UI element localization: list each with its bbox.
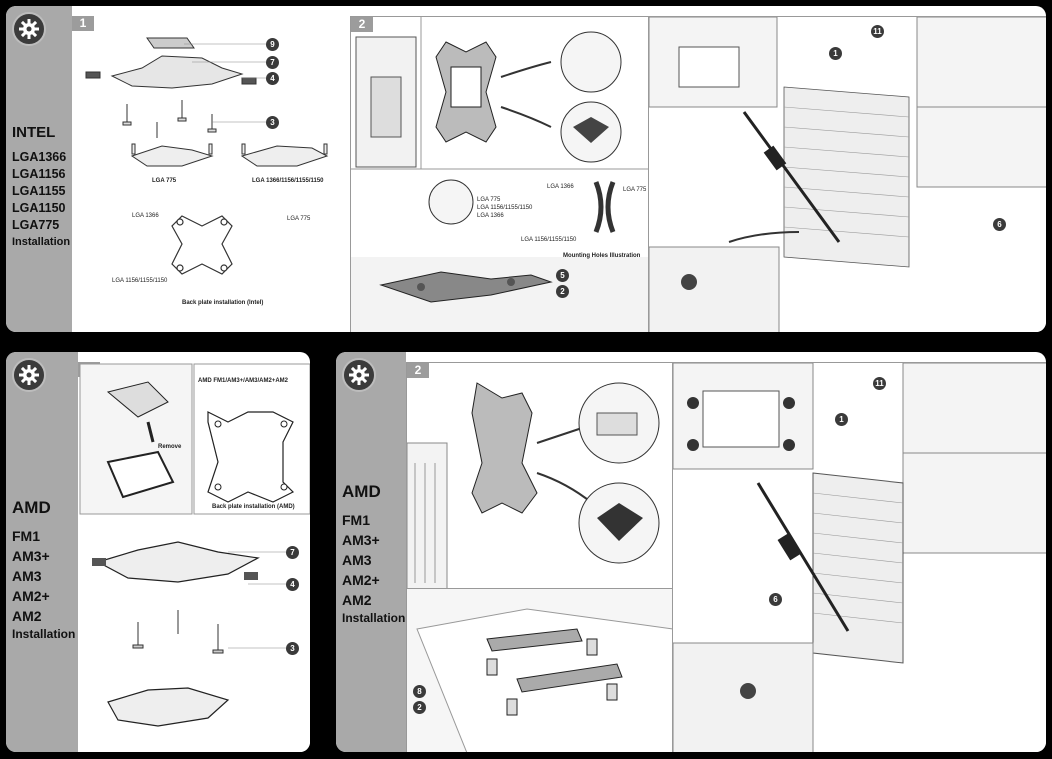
intel-socket: LGA1155 (12, 184, 66, 198)
bracket-exploded-illustration (85, 37, 329, 275)
amd-a-title: AMD (12, 498, 51, 517)
amd-socket: AM3+ (12, 548, 50, 564)
amd-backplate-title: AMD FM1/AM3+/AM3/AM2+AM2 (198, 378, 289, 384)
label-lga1366-group: LGA 1366/1156/1155/1150 (252, 178, 324, 184)
amd-socket: AM2+ (342, 572, 380, 588)
callout-11: 11 (873, 377, 886, 390)
amd-socket: AM2+ (12, 588, 50, 604)
intel-step-1: 1 (72, 16, 350, 332)
gear-icon (342, 358, 376, 392)
amd-b-step-2: 2 (406, 362, 674, 590)
intel-sidebar: INTEL LGA1366 LGA1156 LGA1155 LGA1150 LG… (6, 6, 72, 332)
amd-cooler-install-illustration (673, 363, 1046, 752)
callout-2: 2 (556, 285, 569, 298)
callout-11: 11 (871, 25, 884, 38)
step-number: 2 (351, 17, 373, 32)
amd-panel-a: AMD FM1 AM3+ AM3 AM2+ AM2 Installation 1 (6, 352, 310, 752)
amd-bracket-illustration (407, 382, 660, 589)
intel-step-3: 3 1 11 6 (648, 16, 1046, 332)
intel-step-2: 2 LGA 775 LGA 1156/1155/1150 LGA 1366 LG… (350, 16, 650, 332)
amd-b-socket-list: AMD FM1 AM3+ AM3 AM2+ AM2 Installation (342, 482, 405, 626)
step-number: 1 (72, 16, 94, 31)
amd-a-installation-label: Installation (12, 627, 76, 641)
intel-panel: INTEL LGA1366 LGA1156 LGA1155 LGA1150 LG… (6, 6, 1046, 332)
label-lga775: LGA 775 (152, 178, 177, 184)
amd-socket: AM2 (12, 608, 42, 624)
amd-backplate-illustration (79, 363, 310, 727)
hole-label-lga1366: LGA 1366 (477, 213, 504, 219)
amd-socket: AM3 (342, 552, 372, 568)
callout-8: 8 (413, 685, 426, 698)
callout-5: 5 (556, 269, 569, 282)
cooler-install-illustration (649, 17, 1046, 332)
amd-socket: AM3 (12, 568, 42, 584)
bp-label-lga1366: LGA 1366 (132, 213, 159, 219)
callout-1: 1 (829, 47, 842, 60)
intel-installation-label: Installation (12, 236, 71, 248)
amd-a-step-1: 1 Remove AMD FM1 (78, 362, 310, 752)
amd-b-step-3: 3 8 2 (406, 588, 674, 752)
amd-socket: AM2 (342, 592, 372, 608)
amd-retention-illustration (407, 589, 673, 752)
mh-label-lga775: LGA 775 (623, 187, 647, 193)
callout-1: 1 (835, 413, 848, 426)
callout-7: 7 (286, 546, 299, 559)
backplate-caption-intel: Back plate installation (Intel) (182, 300, 264, 306)
intel-socket: LGA1150 (12, 201, 66, 215)
bp-label-lga775: LGA 775 (287, 216, 311, 222)
callout-4: 4 (266, 72, 279, 85)
step-number: 2 (407, 363, 429, 378)
amd-socket: FM1 (342, 512, 370, 528)
bp-label-lga1156: LGA 1156/1155/1150 (112, 278, 168, 284)
amd-b-sidebar: AMD FM1 AM3+ AM3 AM2+ AM2 Installation (336, 352, 406, 752)
intel-title: INTEL (12, 124, 56, 141)
amd-socket: FM1 (12, 528, 40, 544)
gear-icon (12, 358, 46, 392)
amd-panel-b: AMD FM1 AM3+ AM3 AM2+ AM2 Installation 2… (336, 352, 1046, 752)
motherboard-bracket-illustration (351, 17, 649, 332)
amd-socket: AM3+ (342, 532, 380, 548)
mh-label-lga1366: LGA 1366 (547, 184, 574, 190)
amd-b-step-4: 4 11 1 6 (672, 362, 1046, 752)
callout-6: 6 (769, 593, 782, 606)
amd-a-sidebar: AMD FM1 AM3+ AM3 AM2+ AM2 Installation (6, 352, 78, 752)
mounting-holes-caption: Mounting Holes Illustration (563, 253, 641, 259)
callout-3: 3 (266, 116, 279, 129)
intel-socket-list: INTEL LGA1366 LGA1156 LGA1155 LGA1150 LG… (12, 124, 70, 250)
remove-label: Remove (158, 444, 182, 450)
intel-socket: LGA1366 (12, 150, 67, 164)
callout-2: 2 (413, 701, 426, 714)
backplate-caption-amd: Back plate installation (AMD) (212, 504, 295, 510)
callout-3: 3 (286, 642, 299, 655)
intel-socket: LGA775 (12, 218, 60, 232)
amd-a-socket-list: AMD FM1 AM3+ AM3 AM2+ AM2 Installation (12, 498, 75, 642)
gear-icon (12, 12, 46, 46)
callout-9: 9 (266, 38, 279, 51)
amd-b-title: AMD (342, 482, 381, 501)
callout-7: 7 (266, 56, 279, 69)
callout-4: 4 (286, 578, 299, 591)
mh-label-lga1156: LGA 1156/1155/1150 (521, 237, 577, 243)
intel-socket: LGA1156 (12, 167, 66, 181)
amd-b-installation-label: Installation (342, 611, 406, 625)
hole-label-lga1156: LGA 1156/1155/1150 (477, 205, 533, 211)
callout-6: 6 (993, 218, 1006, 231)
hole-label-lga775: LGA 775 (477, 197, 501, 203)
